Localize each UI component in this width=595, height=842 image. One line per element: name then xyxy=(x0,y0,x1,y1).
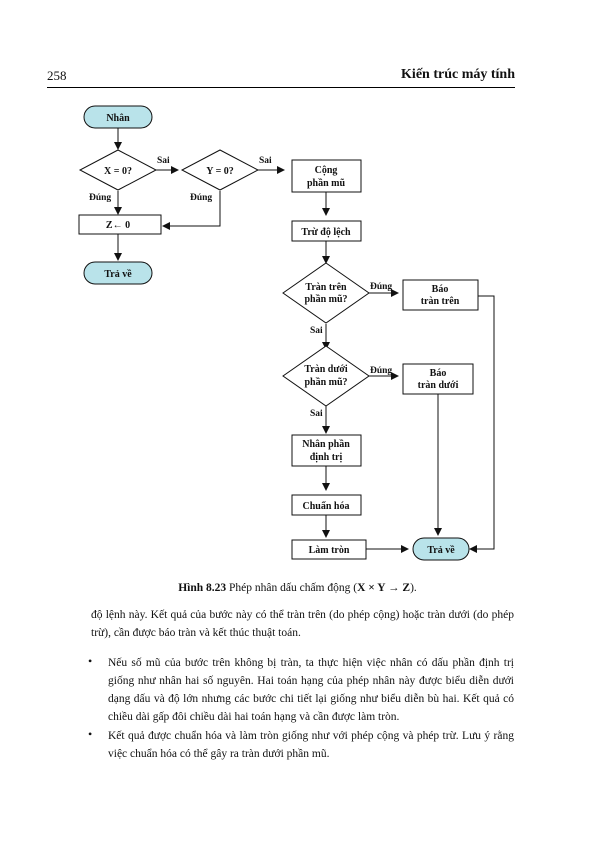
round-box xyxy=(291,539,367,560)
decision-x xyxy=(78,149,158,191)
sai-label-1: Sai xyxy=(157,156,170,166)
figure-caption: Hình 8.23 Phép nhân dấu chấm động (X × Y… xyxy=(0,582,595,594)
underflow-decision-label-2: phần mũ? xyxy=(304,377,347,388)
sai-label-4: Sai xyxy=(310,409,323,419)
overflow-decision xyxy=(282,262,370,324)
overflow-decision-label-1: Tràn trên xyxy=(305,282,347,293)
start-terminal xyxy=(83,105,153,129)
return-terminal-left xyxy=(83,261,153,285)
dung-label-2: Đúng xyxy=(190,193,212,203)
caption-label: Hình 8.23 xyxy=(178,582,227,594)
z-assign-label: Z← 0 xyxy=(106,220,130,231)
decision-x-label: X = 0? xyxy=(104,166,132,177)
report-underflow-label-2: tràn dưới xyxy=(418,380,459,391)
report-overflow-box xyxy=(402,279,479,311)
decision-y xyxy=(180,149,260,191)
caption-formula: X × Y → Z xyxy=(357,582,411,594)
multiply-mantissa-label-1: Nhân phần xyxy=(302,439,350,450)
z-assign-box xyxy=(78,214,162,235)
report-overflow-label-1: Báo xyxy=(432,284,449,295)
underflow-decision-label-1: Tràn dưới xyxy=(304,364,348,375)
dung-label-1: Đúng xyxy=(89,193,111,203)
normalize-label: Chuẩn hóa xyxy=(303,501,350,512)
underflow-decision xyxy=(282,345,370,407)
subtract-bias-box xyxy=(291,220,362,242)
multiply-mantissa-box xyxy=(291,434,362,467)
sai-label-3: Sai xyxy=(310,326,323,336)
page-number: 258 xyxy=(47,68,67,83)
return-right-label: Trả về xyxy=(427,545,455,556)
return-left-label: Trả về xyxy=(104,269,132,280)
decision-y-label: Y = 0? xyxy=(206,166,234,177)
report-underflow-box xyxy=(402,363,474,395)
report-underflow-label-1: Báo xyxy=(430,368,447,379)
dung-overflow-label: Đúng xyxy=(370,282,392,292)
conn-decy-z xyxy=(162,191,221,230)
dung-underflow-label: Đúng xyxy=(370,366,392,376)
round-label: Làm tròn xyxy=(309,545,350,556)
overflow-decision-label-2: phần mũ? xyxy=(304,294,347,305)
return-terminal-right xyxy=(412,537,470,561)
multiply-mantissa-label-2: định trị xyxy=(310,452,343,463)
add-exponent-label-2: phần mũ xyxy=(307,178,346,189)
caption-text: Phép nhân dấu chấm động ( xyxy=(229,582,358,594)
report-overflow-label-2: tràn trên xyxy=(421,296,460,307)
sai-label-2: Sai xyxy=(259,156,272,166)
running-title: Kiến trúc máy tính xyxy=(401,67,515,82)
flowchart: Nhân X = 0? Y = 0? Sai Sai Đúng Đúng Z← … xyxy=(78,105,495,561)
caption-end: ). xyxy=(410,582,417,594)
bullet-marker-2: • xyxy=(88,727,93,741)
header-rule xyxy=(47,87,515,88)
subtract-bias-label: Trừ độ lệch xyxy=(301,227,351,238)
paragraph-continuation: độ lệnh này. Kết quả của bước này có thể… xyxy=(91,609,514,639)
add-exponent-label-1: Cộng xyxy=(315,165,338,176)
conn-report-overflow-return xyxy=(469,295,495,553)
start-label: Nhân xyxy=(106,113,130,124)
bullet-paragraph-2: Kết quả được chuẩn hóa và làm tròn giống… xyxy=(108,730,514,760)
add-exponent-box xyxy=(291,159,362,193)
bullet-paragraph-1: Nếu số mũ của bước trên không bị tràn, t… xyxy=(108,657,514,723)
bullet-marker-1: • xyxy=(88,654,93,668)
normalize-box xyxy=(291,494,362,516)
